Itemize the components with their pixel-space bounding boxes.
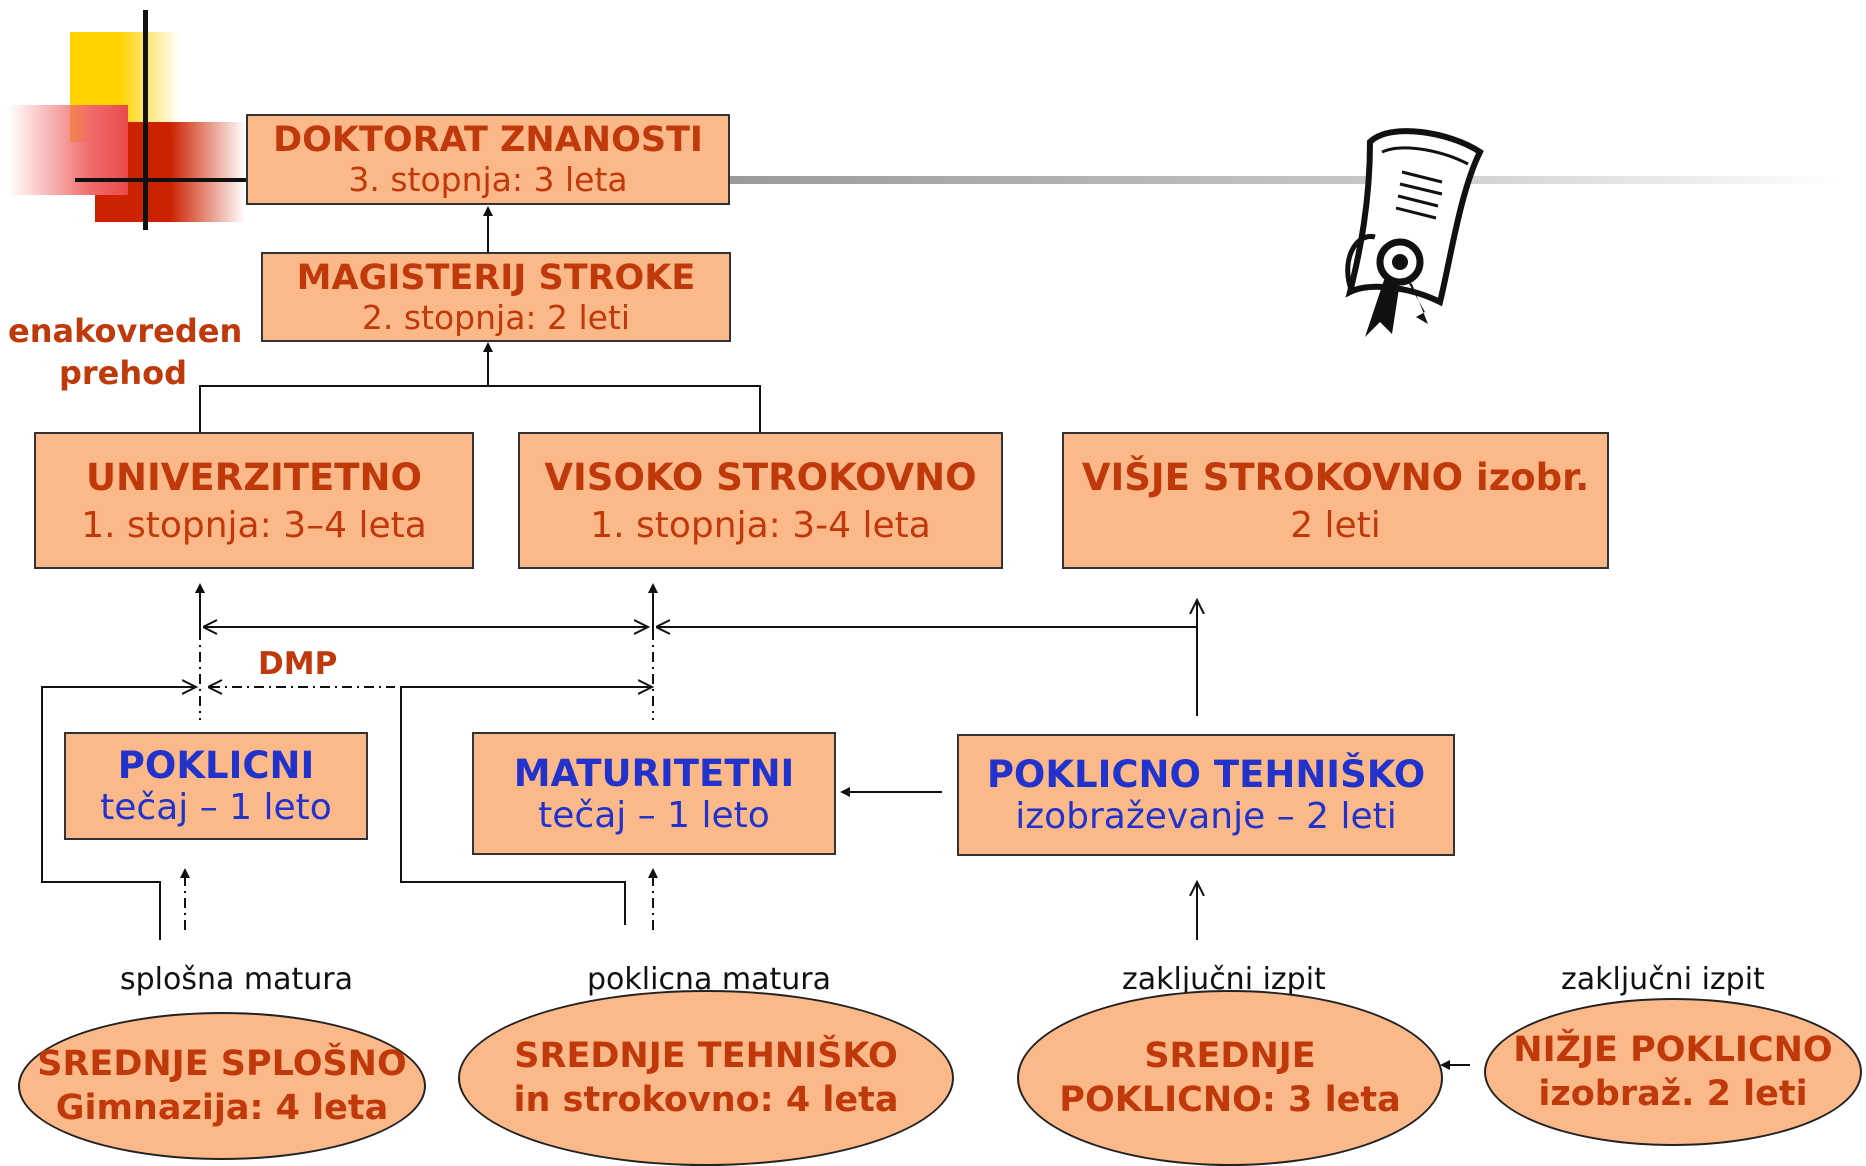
- tehnisko-line2: in strokovno: 4 leta: [513, 1080, 899, 1120]
- box-maturitetni-tecaj: MATURITETNI tečaj – 1 leto: [472, 732, 836, 855]
- nizje-line1: NIŽJE POKLICNO: [1513, 1030, 1833, 1070]
- oval-nizje-poklicno: NIŽJE POKLICNO izobraž. 2 leti: [1484, 998, 1862, 1146]
- box-doktorat: DOKTORAT ZNANOSTI 3. stopnja: 3 leta: [246, 114, 730, 205]
- diploma-scroll-icon: [1345, 128, 1484, 337]
- box-poklicni-tecaj: POKLICNI tečaj – 1 leto: [64, 732, 368, 840]
- doktorat-title: DOKTORAT ZNANOSTI: [273, 120, 703, 160]
- oval-srednje-splosno: SREDNJE SPLOŠNO Gimnazija: 4 leta: [18, 1012, 426, 1160]
- visje-sub: 2 leti: [1290, 504, 1381, 546]
- univerzitetno-title: UNIVERZITETNO: [86, 455, 422, 499]
- poklicni-sub: tečaj – 1 leto: [100, 787, 332, 828]
- box-visoko-strokovno: VISOKO STROKOVNO 1. stopnja: 3-4 leta: [518, 432, 1003, 569]
- exam-splosna-matura: splošna matura: [120, 962, 354, 997]
- oval-srednje-tehnisko: SREDNJE TEHNIŠKO in strokovno: 4 leta: [458, 990, 954, 1166]
- equivalent-transition-label: enakovreden prehod: [8, 310, 243, 394]
- exam-zakljucni-izpit-2: zaključni izpit: [1561, 962, 1765, 997]
- maturitetni-title: MATURITETNI: [513, 751, 795, 795]
- box-magisterij: MAGISTERIJ STROKE 2. stopnja: 2 leti: [261, 252, 731, 342]
- tehnisko-line1: SREDNJE TEHNIŠKO: [514, 1036, 898, 1076]
- splosno-line1: SREDNJE SPLOŠNO: [37, 1044, 407, 1084]
- magisterij-title: MAGISTERIJ STROKE: [296, 257, 696, 298]
- header-rule: [728, 176, 1838, 184]
- splosno-line2: Gimnazija: 4 leta: [55, 1088, 389, 1128]
- poklicno-line2: POKLICNO: 3 leta: [1059, 1080, 1401, 1120]
- maturitetni-sub: tečaj – 1 leto: [538, 794, 770, 836]
- box-visje-strokovno: VIŠJE STROKOVNO izobr. 2 leti: [1062, 432, 1609, 569]
- visje-title: VIŠJE STROKOVNO izobr.: [1081, 455, 1590, 499]
- side-label-line2: prehod: [58, 354, 188, 392]
- nizje-line2: izobraž. 2 leti: [1538, 1074, 1808, 1114]
- visoko-sub: 1. stopnja: 3-4 leta: [590, 504, 931, 546]
- corner-decoration: [0, 0, 250, 240]
- box-poklicno-tehnisko: POKLICNO TEHNIŠKO izobraževanje – 2 leti: [957, 734, 1455, 856]
- box-univerzitetno: UNIVERZITETNO 1. stopnja: 3–4 leta: [34, 432, 474, 569]
- poklicni-title: POKLICNI: [117, 744, 315, 787]
- dmp-label: DMP: [258, 646, 338, 682]
- poklicno-tehnisko-title: POKLICNO TEHNIŠKO: [986, 753, 1426, 796]
- doktorat-sub: 3. stopnja: 3 leta: [348, 160, 628, 199]
- visoko-title: VISOKO STROKOVNO: [544, 455, 977, 499]
- magisterij-sub: 2. stopnja: 2 leti: [361, 297, 631, 337]
- poklicno-line1: SREDNJE: [1144, 1036, 1316, 1076]
- oval-srednje-poklicno: SREDNJE POKLICNO: 3 leta: [1017, 990, 1443, 1166]
- poklicno-tehnisko-sub: izobraževanje – 2 leti: [1015, 796, 1397, 837]
- univerzitetno-sub: 1. stopnja: 3–4 leta: [81, 504, 427, 546]
- side-label-line1: enakovreden: [8, 312, 243, 350]
